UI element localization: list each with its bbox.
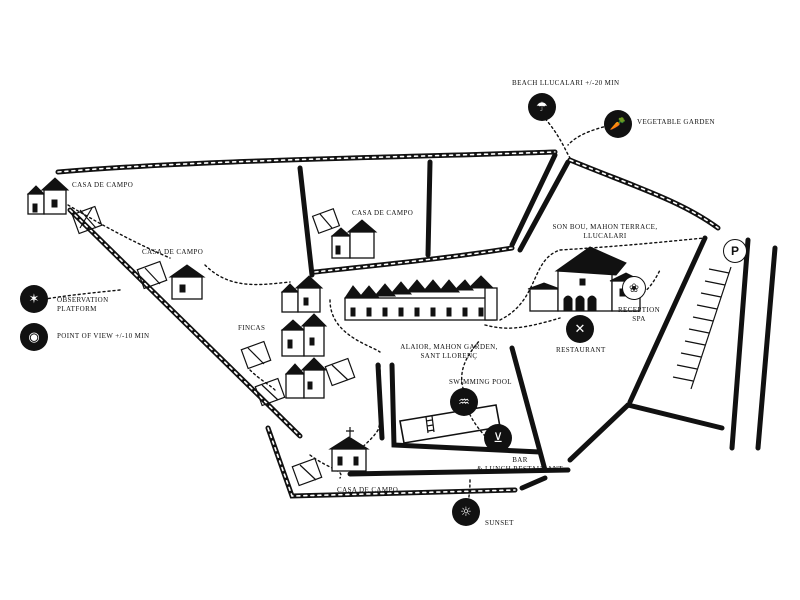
parking-icon[interactable]: P: [723, 239, 747, 263]
label-beach: BEACH LLUCALARI +/-20 MIN: [512, 79, 620, 87]
sunset-icon[interactable]: ☼: [452, 498, 480, 526]
observation-icon[interactable]: ✶: [20, 285, 48, 313]
label-bar-lunch: BAR & LUNCH RESTAURANT: [477, 456, 563, 473]
label-alaior: ALAIOR, MAHON GARDEN, SANT LLORENÇ: [400, 343, 498, 360]
label-casa-de-campo-bottom: CASA DE CAMPO: [337, 486, 399, 494]
carrot-icon[interactable]: 🥕: [604, 110, 632, 138]
label-casa-de-campo-nw: CASA DE CAMPO: [72, 181, 134, 189]
label-reception-spa: RECEPTION SPA: [617, 306, 661, 323]
label-casa-de-campo-mid: CASA DE CAMPO: [142, 248, 204, 256]
label-swimming-pool: SWIMMING POOL: [449, 378, 512, 386]
spa-icon[interactable]: ❀: [622, 276, 646, 300]
label-observation-platform: OBSERVATION PLATFORM: [57, 296, 109, 313]
label-son-bou: SON BOU, MAHON TERRACE, LLUCALARI: [552, 223, 658, 240]
umbrella-icon[interactable]: ☂: [528, 93, 556, 121]
label-casa-de-campo-top: CASA DE CAMPO: [352, 209, 414, 217]
glass-icon[interactable]: ⊻: [484, 424, 512, 452]
label-restaurant: RESTAURANT: [556, 346, 606, 354]
cutlery-icon[interactable]: ✕: [566, 315, 594, 343]
label-sunset: SUNSET: [485, 519, 514, 527]
eye-icon[interactable]: ◉: [20, 323, 48, 351]
label-vegetable-garden: VEGETABLE GARDEN: [637, 118, 715, 126]
stone-walls: [55, 149, 778, 499]
label-point-of-view: POINT OF VIEW +/-10 MIN: [57, 332, 150, 340]
label-fincas: FINCAS: [238, 324, 266, 332]
pool-ladder-icon[interactable]: ♒: [450, 388, 478, 416]
